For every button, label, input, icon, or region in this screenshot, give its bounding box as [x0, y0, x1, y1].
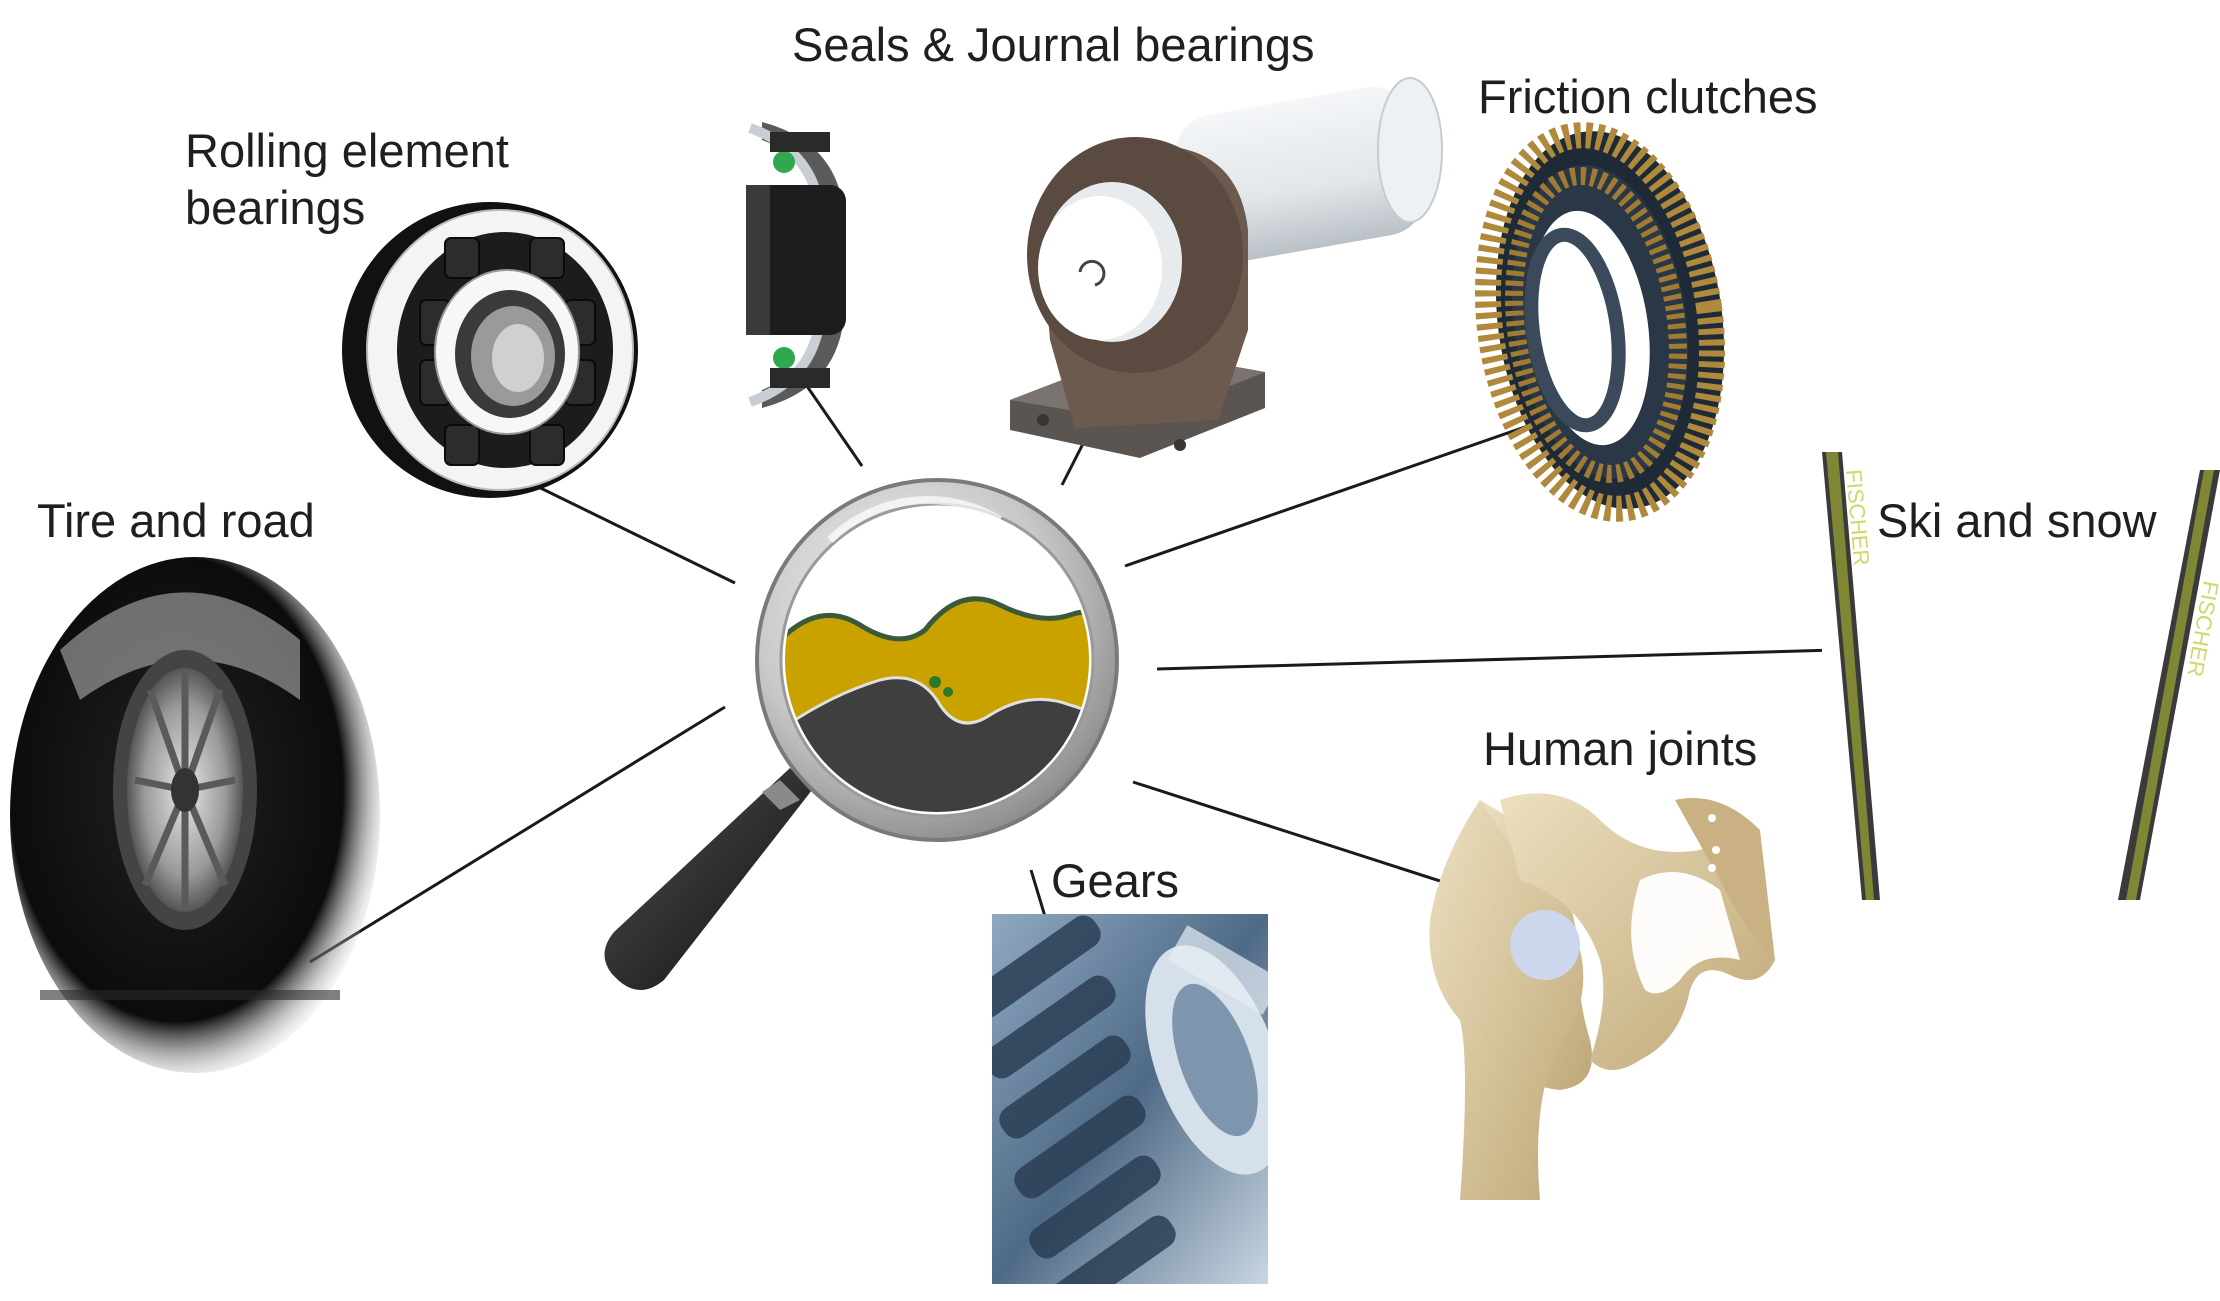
tire-image	[10, 557, 380, 1073]
journal-bearing-image	[1010, 77, 1443, 458]
human-joint-image	[1429, 793, 1775, 1200]
rolling-element-bearing-image	[342, 202, 638, 498]
label-gears: Gears	[1051, 854, 1179, 907]
connector-rolling	[519, 476, 736, 585]
ski-image: FISCHER FISCHER	[1822, 448, 2220, 900]
connector-ski	[1156, 648, 1836, 671]
seal-image	[746, 122, 846, 408]
connector-clutch	[1124, 418, 1546, 568]
label-rolling-element-line1: Rolling element	[185, 124, 509, 177]
connector-tire	[309, 705, 726, 964]
magnifying-glass-icon	[604, 478, 1119, 990]
label-ski-and-snow: Ski and snow	[1877, 494, 2157, 547]
label-rolling-element-line2: bearings	[185, 181, 366, 234]
label-friction-clutches: Friction clutches	[1478, 70, 1818, 123]
friction-clutch-image	[1474, 122, 1726, 522]
label-tire-and-road: Tire and road	[37, 494, 315, 547]
connector-seal	[798, 375, 864, 467]
label-human-joints: Human joints	[1483, 722, 1758, 775]
gears-image	[992, 914, 1268, 1284]
label-seals-journal-bearings: Seals & Journal bearings	[792, 18, 1315, 71]
